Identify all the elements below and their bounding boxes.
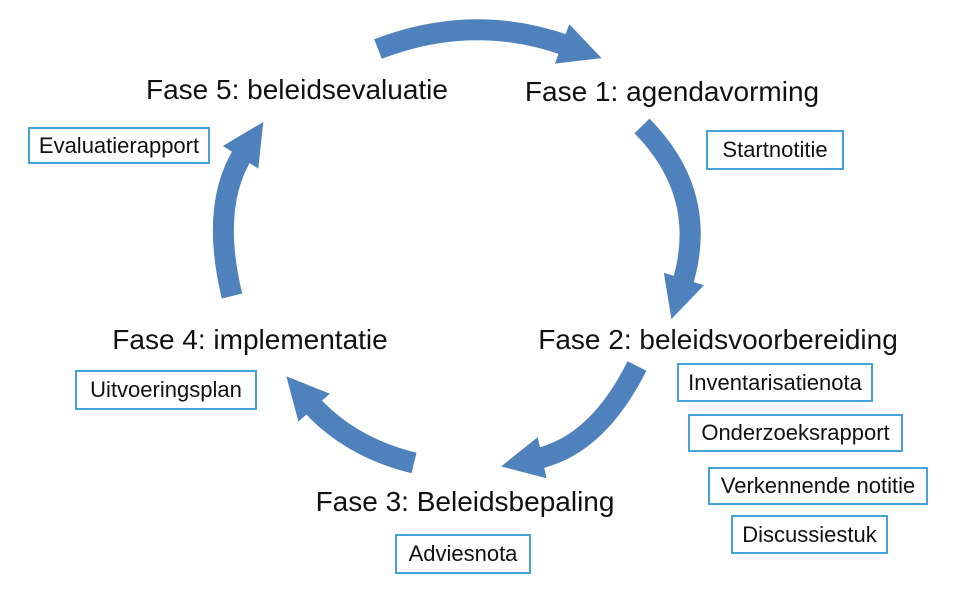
curved-arrow-fase2-to-fase3-icon	[501, 361, 647, 479]
document-box-adviesnota: Adviesnota	[395, 534, 531, 574]
phase-label-fase-4: Fase 4: implementatie	[112, 324, 388, 355]
curved-arrow-fase5-to-fase1-icon	[374, 19, 602, 64]
curved-arrow-fase3-to-fase4-icon	[286, 376, 417, 474]
document-box-inventarisatienota: Inventarisatienota	[677, 363, 873, 402]
document-box-onderzoeksrapport: Onderzoeksrapport	[688, 414, 903, 452]
phase-label-fase-1: Fase 1: agendavorming	[524, 76, 820, 107]
phase-label-fase-2: Fase 2: beleidsvoorbereiding	[538, 324, 898, 355]
document-box-uitvoeringsplan: Uitvoeringsplan	[75, 370, 257, 410]
phase-label-fase-3: Fase 3: Beleidsbepaling	[315, 486, 615, 517]
document-box-verkennende-notitie: Verkennende notitie	[708, 467, 928, 505]
document-box-startnotitie: Startnotitie	[706, 130, 844, 170]
document-box-discussiestuk: Discussiestuk	[731, 515, 888, 554]
curved-arrow-fase4-to-fase5-icon	[212, 121, 264, 299]
document-box-evaluatierapport: Evaluatierapport	[28, 127, 210, 164]
curved-arrow-fase1-to-fase2-icon	[634, 118, 704, 320]
phase-label-fase-5: Fase 5: beleidsevaluatie	[146, 74, 448, 105]
